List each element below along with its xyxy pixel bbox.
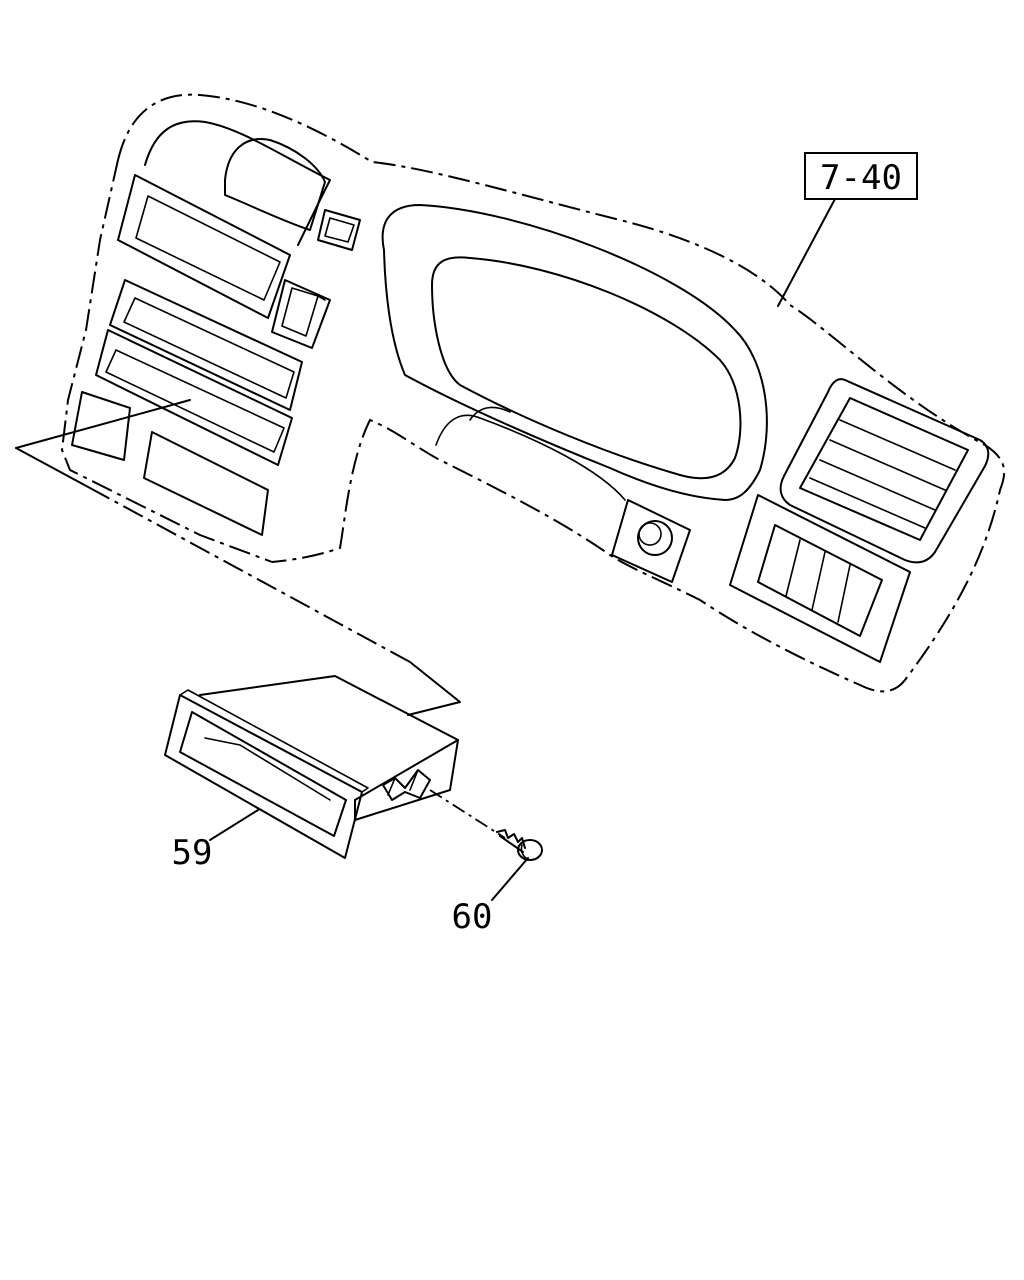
instrument-panel — [60, 93, 1006, 693]
cluster-hood — [381, 204, 768, 501]
right-vent-bezel — [779, 378, 990, 564]
pocket-slot-1 — [109, 279, 303, 411]
hazard-knob-block — [271, 279, 331, 349]
right-switch-divider-1 — [785, 539, 801, 597]
lower-slot-right — [143, 431, 269, 536]
right-vent-louver-3 — [819, 459, 936, 511]
screw-head-edge — [520, 844, 533, 861]
small-switch — [317, 209, 361, 251]
right-switch-divider-2 — [811, 551, 826, 611]
ref-box — [804, 152, 918, 200]
pocket-opening-depth — [204, 737, 331, 801]
upper-slot-inner — [135, 195, 281, 301]
right-switch-divider-3 — [837, 564, 851, 623]
pocket-side-face — [354, 739, 459, 821]
screw-axis-line — [429, 789, 506, 839]
right-vent-louver-2 — [829, 439, 946, 491]
pocket-assembly — [164, 675, 459, 859]
top-vent-hood — [144, 120, 331, 246]
ref-leader — [777, 198, 836, 307]
pocket-bezel-lip — [179, 689, 369, 793]
callout-59-leader — [209, 809, 259, 841]
cluster-lens — [431, 256, 742, 480]
pocket-mounting-clip — [382, 769, 431, 801]
screw-shank — [499, 835, 524, 853]
pocket-location-leader — [15, 399, 191, 449]
pocket-alignment-return — [407, 661, 461, 716]
pocket-alignment-line — [89, 487, 411, 663]
cluster-lower-lip-2 — [469, 406, 511, 421]
dimmer-knob — [637, 520, 673, 556]
right-vent-inner — [799, 397, 969, 541]
right-switch-recess — [757, 524, 883, 637]
callout-59: 59 — [172, 833, 213, 873]
tapping-screw — [496, 829, 543, 861]
right-switch-block — [729, 494, 911, 663]
dimmer-knob-cap — [638, 522, 662, 546]
lower-slot-left — [71, 391, 131, 461]
upper-slot — [117, 174, 291, 319]
right-vent-louver-4 — [809, 477, 926, 529]
callout-60: 60 — [452, 897, 493, 937]
pocket-top-face — [199, 675, 459, 801]
pocket-bezel-inner — [179, 711, 347, 837]
cluster-lower-lip — [435, 414, 626, 501]
small-switch-inner — [324, 217, 355, 243]
pocket-slot-2 — [95, 329, 293, 466]
top-vent-dome — [224, 138, 326, 231]
hazard-knob — [281, 287, 326, 337]
clip-detail — [387, 769, 419, 796]
dimmer-switch-bezel — [611, 499, 691, 583]
callout-60-leader — [491, 857, 529, 901]
pocket-location-baseline — [15, 447, 91, 489]
ref-label: 7-40 — [820, 158, 902, 198]
pocket-bezel-outer — [164, 694, 363, 859]
pocket-slot-2-inner — [105, 349, 285, 453]
center-stack-outline — [60, 159, 273, 563]
screw-thread — [496, 829, 526, 849]
pocket-slot-1-inner — [123, 297, 295, 399]
panel-outline — [117, 93, 1006, 693]
right-vent-louver-1 — [839, 419, 956, 471]
